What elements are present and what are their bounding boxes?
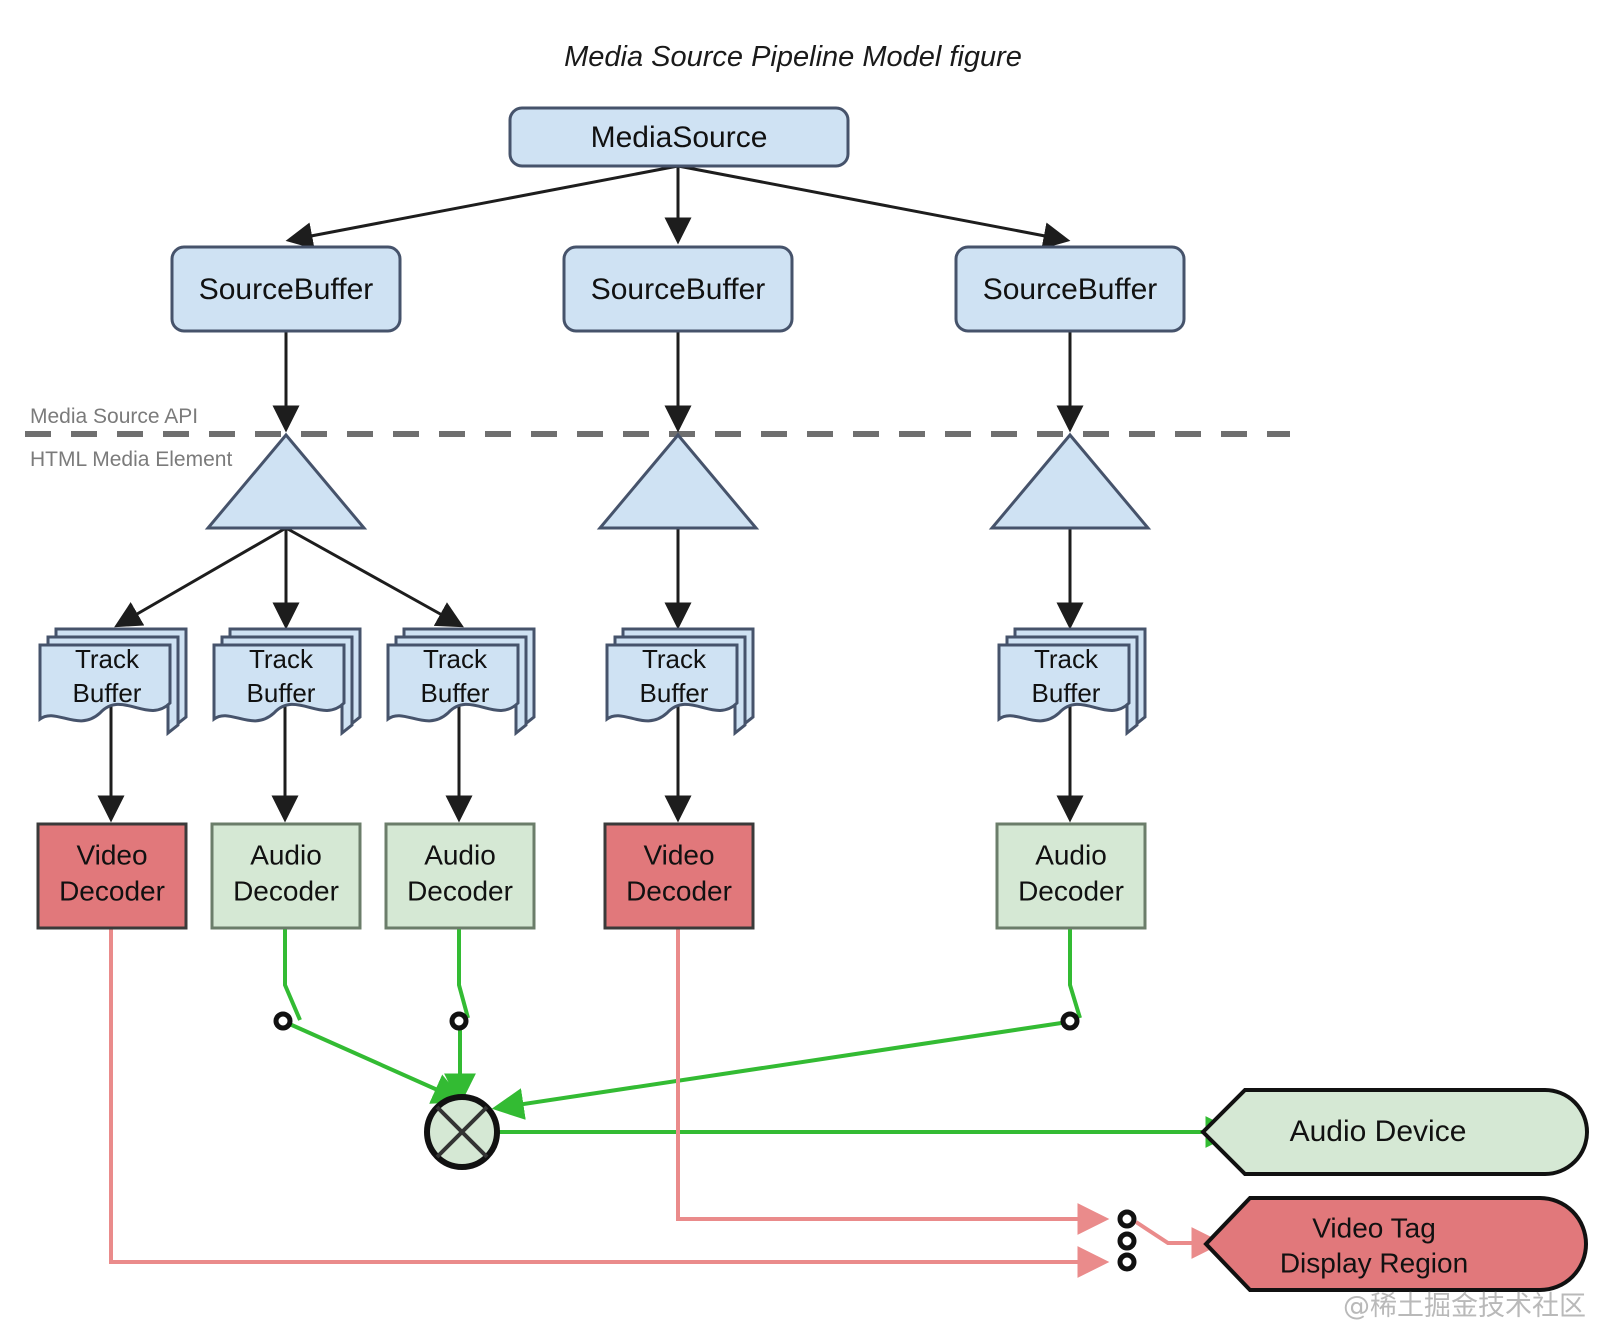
track-buffer-label-1-line2: Buffer [73,678,142,708]
video-switch-terminal-top[interactable] [1117,1209,1137,1229]
edges-mediasource-to-sourcebuffers [285,164,1071,250]
edges-demuxers-to-trackbuffers [114,526,1084,630]
audio-path-switch1-to-mixer [284,1020,465,1104]
node-decoder-4[interactable]: Video Decoder [603,822,755,930]
decoder-box-5[interactable] [995,822,1147,930]
video-path-dec1-to-switch [109,928,1110,1278]
track-buffer-sheet-front-5[interactable] [997,643,1131,723]
source-buffer-box-3[interactable] [954,245,1186,333]
source-buffer-label-1: SourceBuffer [199,273,374,306]
audio-switch-terminal-2[interactable] [449,1011,469,1031]
media-source-box[interactable] [508,106,850,168]
video-path-switch-to-display [1134,1220,1224,1259]
node-track-buffer-2[interactable]: Track Buffer [212,627,362,737]
node-media-source[interactable]: MediaSource [508,106,850,168]
mixer-cross-line-2 [435,1105,489,1159]
node-track-buffer-1[interactable]: Track Buffer [38,627,188,737]
node-demuxer-3[interactable] [988,432,1152,530]
edge-demux1-tb1 [114,526,287,628]
source-buffer-label-3: SourceBuffer [983,273,1158,306]
source-buffer-box-2[interactable] [562,245,794,333]
node-decoder-1[interactable]: Video Decoder [36,822,188,930]
audio-switch-terminal-3[interactable] [1060,1011,1080,1031]
video-signal-paths [109,928,1224,1278]
audio-path-dec5-to-switch [1068,928,1082,1019]
track-buffer-label-4-line2: Buffer [640,678,709,708]
decoder-box-3[interactable] [384,822,536,930]
track-buffer-sheet-front-2[interactable] [212,643,346,723]
video-display-region-label-line2: Display Region [1280,1247,1468,1278]
track-buffer-sheet-front-1[interactable] [38,643,172,723]
decoder-label-2-line2: Decoder [233,875,339,906]
edge-ms-sb1 [285,164,679,250]
decoder-label-3-line2: Decoder [407,875,513,906]
node-source-buffer-1[interactable]: SourceBuffer [170,245,402,333]
track-buffer-label-5-line2: Buffer [1032,678,1101,708]
audio-path-switch3-to-mixer [491,1020,1069,1120]
track-buffer-sheet-front-3[interactable] [386,643,520,723]
video-path-dec4-to-switch [676,928,1110,1235]
node-demuxer-2[interactable] [596,432,760,530]
decoder-label-4-line2: Decoder [626,875,732,906]
node-track-buffer-5[interactable]: Track Buffer [997,627,1147,737]
node-decoder-2[interactable]: Audio Decoder [210,822,362,930]
decoder-label-1-line2: Decoder [59,875,165,906]
decoder-box-2[interactable] [210,822,362,930]
video-display-region-label-line1: Video Tag [1312,1212,1436,1243]
edges-trackbuffers-to-decoders [97,690,1084,823]
decoder-label-3-line1: Audio [424,839,496,870]
media-source-label: MediaSource [591,121,768,154]
decoder-label-1-line1: Video [76,839,147,870]
decoder-label-5-line1: Audio [1035,839,1107,870]
node-source-buffer-2[interactable]: SourceBuffer [562,245,794,333]
video-switch-terminal-bottom[interactable] [1117,1252,1137,1272]
edge-ms-sb3 [677,164,1071,250]
node-video-display-region[interactable]: Video Tag Display Region [1203,1196,1588,1292]
figure-title: Media Source Pipeline Model figure [564,41,1022,73]
edge-demux1-tb3 [285,526,464,628]
track-buffer-label-2-line1: Track [249,644,314,674]
node-decoder-3[interactable]: Audio Decoder [384,822,536,930]
audio-signal-paths [283,928,1238,1148]
audio-path-dec2-to-switch [283,928,302,1021]
node-track-buffer-4[interactable]: Track Buffer [605,627,755,737]
audio-path-dec3-to-switch [457,928,470,1019]
video-display-region-shape[interactable] [1203,1196,1588,1292]
edges-sourcebuffers-to-demuxers [272,331,1084,433]
track-buffer-label-3-line1: Track [423,644,488,674]
node-demuxer-1[interactable] [204,432,368,530]
source-buffer-box-1[interactable] [170,245,402,333]
node-track-buffer-3[interactable]: Track Buffer [386,627,536,737]
track-buffer-label-2-line2: Buffer [247,678,316,708]
decoder-label-5-line2: Decoder [1018,875,1124,906]
node-source-buffer-3[interactable]: SourceBuffer [954,245,1186,333]
decoder-label-2-line1: Audio [250,839,322,870]
decoder-box-4[interactable] [603,822,755,930]
node-decoder-5[interactable]: Audio Decoder [995,822,1147,930]
track-buffer-label-5-line1: Track [1034,644,1099,674]
node-audio-mixer[interactable] [424,1094,500,1170]
source-buffer-label-2: SourceBuffer [591,273,766,306]
track-buffer-sheet-front-4[interactable] [605,643,739,723]
node-audio-device[interactable]: Audio Device [1200,1088,1589,1176]
boundary-label-below: HTML Media Element [30,448,232,471]
track-buffer-label-4-line1: Track [642,644,707,674]
track-buffer-label-3-line2: Buffer [421,678,490,708]
decoder-box-1[interactable] [36,822,188,930]
audio-device-label: Audio Device [1290,1115,1467,1148]
boundary-label-above: Media Source API [30,405,198,428]
decoder-label-4-line1: Video [643,839,714,870]
watermark-text: @稀土掘金技术社区 [1343,1291,1586,1322]
video-switch-terminal-middle[interactable] [1117,1231,1137,1251]
track-buffer-label-1-line1: Track [75,644,140,674]
audio-device-shape[interactable] [1200,1088,1589,1176]
audio-switch-terminal-1[interactable] [273,1011,293,1031]
